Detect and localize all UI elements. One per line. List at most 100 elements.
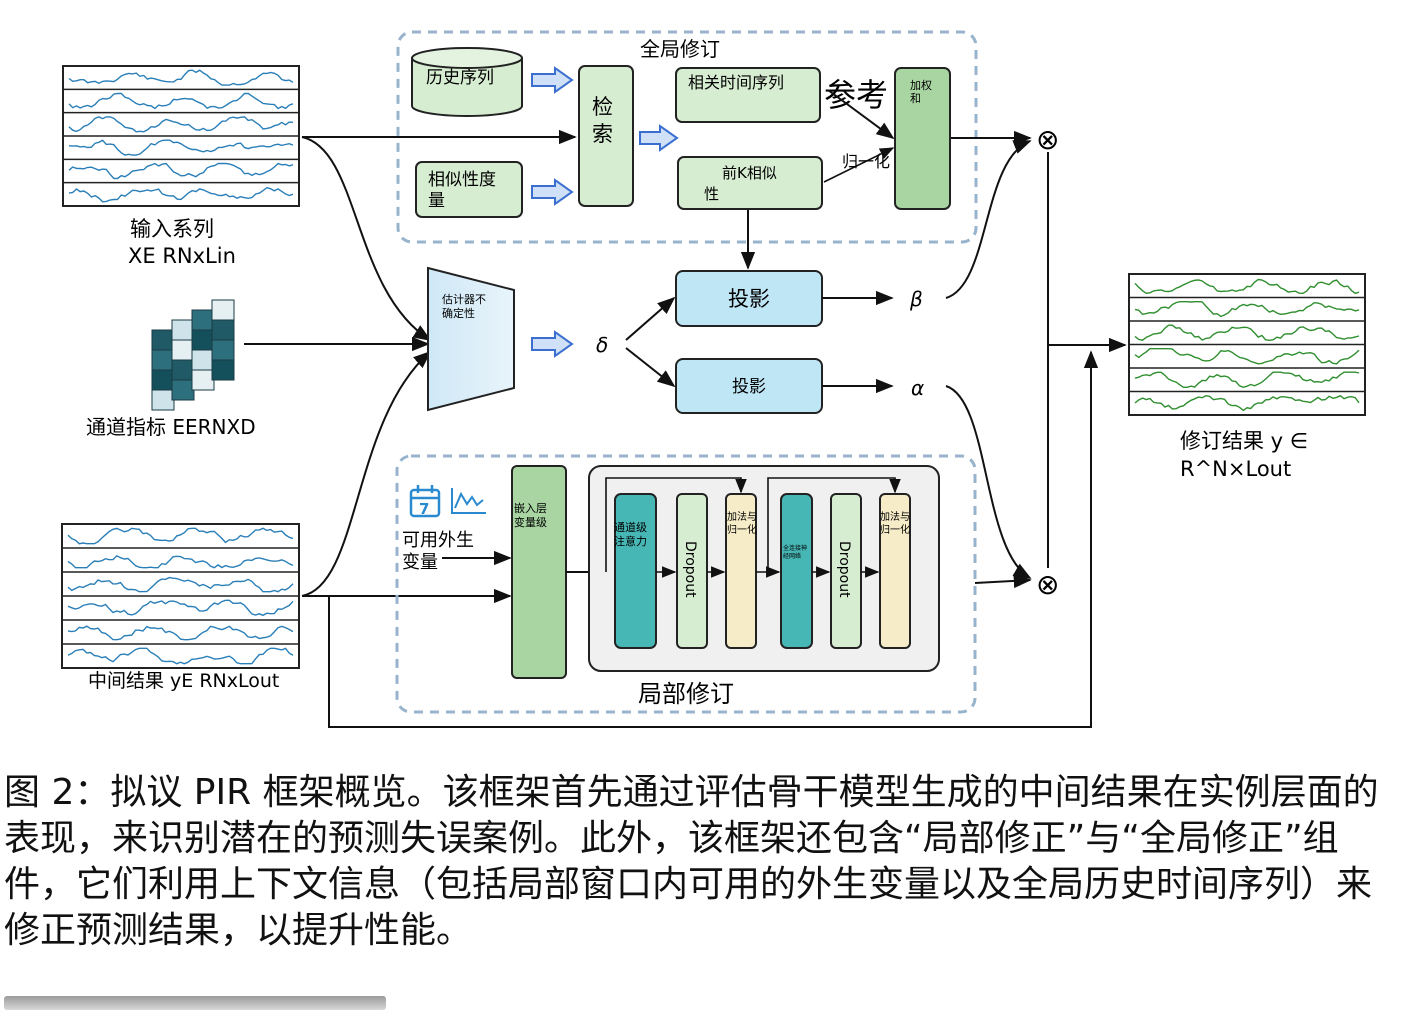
channel-attention-line2: 注意力 [614, 534, 647, 548]
block-arrow-delta [531, 330, 574, 358]
retrieval-char2: 索 [592, 122, 613, 146]
revised-result-panel [1128, 273, 1366, 416]
add-norm-box-2 [879, 493, 911, 649]
retrieval-char1: 检 [592, 95, 613, 119]
local-to-otimes-arrow [974, 573, 1032, 589]
normalize-label: 归一化 [842, 152, 890, 171]
add-norm-1-line1: 加法与 [727, 510, 757, 523]
topk-similarity-box [677, 156, 823, 210]
block-arrow-similarity [531, 178, 574, 206]
add-norm-2-line1: 加法与 [880, 510, 910, 523]
history-series-label: 历史序列 [426, 68, 494, 88]
similarity-metric-line1: 相似性度 [428, 170, 496, 190]
calendar-day: 7 [419, 500, 429, 518]
input-to-estimator-curve [301, 136, 432, 341]
channel-cell [151, 329, 175, 351]
retrieval-box [578, 65, 634, 207]
input-series-shape: XE RNxLin [128, 244, 236, 268]
input-series-panel [62, 65, 300, 207]
block-arrow-history [531, 66, 574, 94]
history-series-database: 历史序列 [411, 47, 523, 117]
otimes-bottom: ⊗ [1036, 568, 1059, 601]
revised-result-shape: R^N×Lout [1180, 457, 1291, 481]
channel-cell [211, 359, 235, 381]
channel-cell [151, 389, 175, 411]
fc-network-line2: 经网络 [783, 552, 801, 560]
topk-similarity-line2: 性 [704, 185, 719, 203]
channel-cell [171, 339, 195, 361]
waveform-line [1134, 278, 1360, 295]
revised-result-label: 修订结果 y ∈ [1180, 429, 1308, 453]
delta-to-projection-bottom [625, 347, 676, 388]
related-series-box [675, 67, 821, 123]
embedding-line1: 嵌入层 [514, 502, 547, 515]
channel-cell [151, 369, 175, 391]
waveform-line [68, 139, 294, 156]
channel-cell [171, 359, 195, 381]
waveform-line [67, 647, 294, 665]
exogenous-line2: 变量 [402, 552, 438, 573]
dropout-box-2 [830, 493, 862, 649]
trend-chart-icon [451, 488, 486, 514]
weighted-sum-line2: 和 [910, 92, 921, 105]
estimator-line1: 估计器不 [442, 293, 486, 306]
normalize-arrow [823, 147, 895, 183]
waveform-line [68, 92, 294, 110]
waveform-line [67, 527, 294, 545]
intermediate-to-estimator-curve [301, 350, 432, 597]
exogenous-line1: 可用外生 [402, 530, 474, 551]
reference-arrow [827, 89, 895, 140]
similarity-metric-box [415, 161, 523, 218]
pir-framework-diagram: 全局修订 历史序列 相似性度 量 检 索 相关时间序列 前K相似 性 参考 归一… [61, 30, 1366, 728]
beta-symbol: β [909, 287, 923, 311]
channel-cell [171, 379, 195, 401]
alpha-to-otimes-curve [945, 385, 1032, 579]
estimator-trapezoid [427, 266, 515, 412]
fc-network-line1: 全连接神 [783, 544, 807, 552]
waveform-line [1134, 301, 1360, 318]
waveform-line [67, 599, 294, 617]
fc-network-box [780, 493, 813, 649]
intermediate-result-label: 中间结果 yE RNxLout [88, 670, 279, 692]
estimator-line2: 确定性 [442, 306, 475, 320]
weighted-sum-line1: 加权 [910, 79, 932, 92]
waveform-line [68, 116, 294, 133]
local-revision-region [395, 454, 977, 714]
channel-cell [171, 319, 195, 341]
weighted-sum-box [894, 67, 951, 210]
otimes-top: ⊗ [1036, 123, 1059, 156]
channel-cell [211, 319, 235, 341]
channel-cell [191, 369, 215, 391]
dropout-label-2: Dropout [836, 541, 852, 598]
waveform-line [68, 69, 294, 86]
projection-top-label: 投影 [728, 287, 770, 311]
waveform-line [1134, 324, 1360, 342]
topk-similarity-line1: 前K相似 [722, 164, 777, 182]
channel-cell [151, 349, 175, 371]
residual-connection-2 [767, 477, 901, 572]
local-revision-title: 局部修订 [638, 680, 734, 708]
input-series-label: 输入系列 [130, 217, 214, 241]
global-revision-title: 全局修订 [640, 37, 720, 61]
figure-caption: 图 2：拟议 PIR 框架概览。该框架首先通过评估骨干模型生成的中间结果在实例层… [4, 772, 1379, 951]
related-series-label: 相关时间序列 [688, 73, 784, 92]
waveform-line [68, 162, 294, 180]
projection-bottom-label: 投影 [732, 377, 766, 397]
waveform-line [67, 576, 294, 593]
intermediate-result-panel [61, 523, 300, 669]
add-norm-1-line2: 归一化 [727, 523, 757, 536]
channel-attention-line1: 通道级 [614, 520, 647, 534]
channel-cell [211, 299, 235, 321]
waveform-line [1134, 371, 1360, 389]
add-norm-2-line2: 归一化 [880, 523, 910, 536]
waveform-line [68, 186, 294, 203]
bottom-scroll-bar [4, 996, 386, 1010]
beta-to-otimes-curve [945, 140, 1032, 299]
calendar-icon: 7 [409, 485, 441, 518]
channel-cell [191, 309, 215, 331]
intermediate-skip-path [328, 350, 1099, 728]
embedding-box [511, 465, 567, 679]
delta-to-projection-top [625, 296, 676, 341]
waveform-line [1134, 348, 1360, 365]
waveform-line [67, 625, 294, 641]
